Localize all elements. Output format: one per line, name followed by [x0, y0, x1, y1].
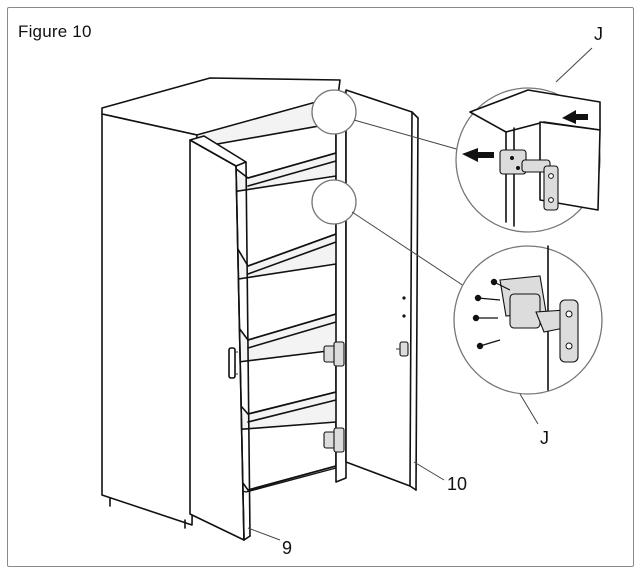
detail-marker-top [311, 89, 357, 135]
callout-part-9: 9 [282, 538, 293, 558]
right-door [345, 89, 419, 491]
door-knob [399, 341, 409, 357]
door-handle [228, 347, 236, 379]
figure-title: Figure 10 [18, 22, 92, 41]
callout-j-top: J [594, 24, 603, 44]
detail-view-top [455, 87, 601, 233]
detail-view-bottom [453, 245, 603, 395]
figure-frame [7, 7, 634, 567]
callout-j-bottom: J [540, 428, 549, 448]
detail-marker-bottom [311, 179, 357, 225]
left-door [189, 135, 251, 541]
callout-part-10: 10 [447, 474, 468, 494]
